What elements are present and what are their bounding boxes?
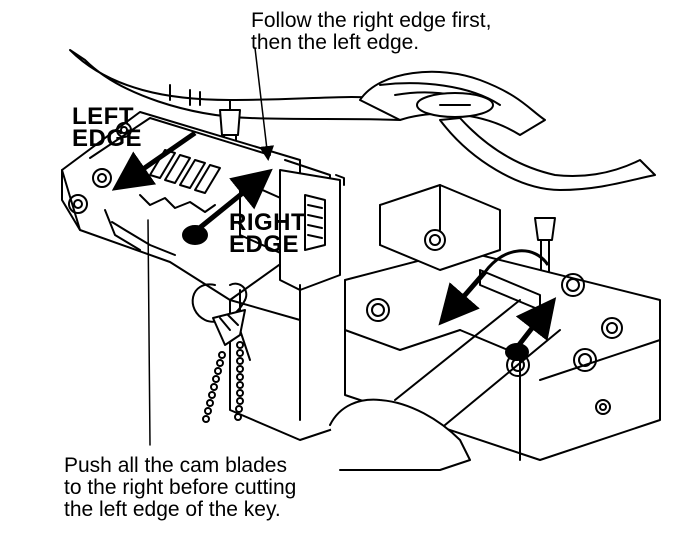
key-chain: [191, 282, 248, 423]
bottom-callout: Push all the cam blades to the right bef…: [64, 455, 296, 521]
bottom-callout-leader: [147, 219, 151, 446]
right-cutter-housing: [359, 70, 656, 191]
right-edge-arrow: [195, 168, 273, 232]
left-vise-block: [279, 169, 345, 291]
left-edge-label-line2: EDGE: [72, 125, 143, 152]
left-edge-label: LEFT EDGE: [72, 103, 143, 152]
top-callout: Follow the right edge first, then the le…: [251, 10, 491, 54]
right-key-clamp: [344, 184, 661, 461]
bottom-callout-line1: Push all the cam blades: [64, 454, 287, 477]
left-edge-arrow: [111, 130, 197, 191]
carriage-rod: [329, 299, 561, 471]
top-callout-line1: Follow the right edge first,: [251, 9, 492, 32]
right-path-down-arrow: [438, 270, 487, 326]
right-edge-label-line2: EDGE: [229, 231, 300, 258]
right-edge-label-line1: RIGHT: [229, 209, 307, 236]
bottom-callout-line3: the left edge of the key.: [64, 498, 281, 521]
bottom-callout-line2: to the right before cutting: [64, 476, 297, 499]
left-edge-label-line1: LEFT: [72, 103, 134, 130]
right-edge-label: RIGHT EDGE: [229, 209, 307, 258]
right-path-up-arrow: [513, 297, 557, 352]
top-callout-leader: [254, 47, 275, 161]
top-callout-line2: then the left edge.: [251, 31, 420, 54]
right-path-loop: [483, 249, 550, 273]
